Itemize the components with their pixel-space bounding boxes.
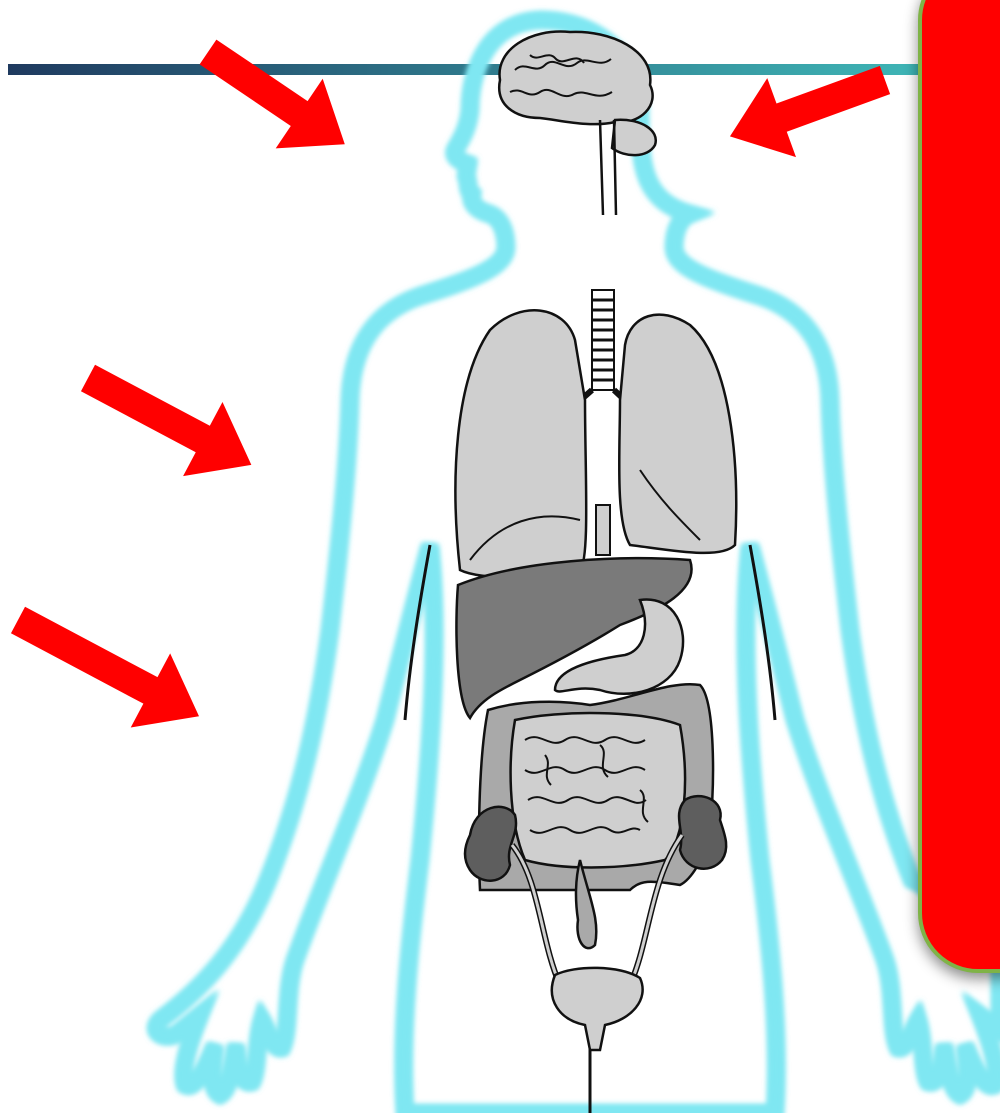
bladder — [552, 968, 643, 1050]
arrow-lower-left — [0, 583, 219, 753]
pointer-arrows — [0, 17, 899, 753]
esophagus — [596, 505, 610, 555]
brain — [499, 32, 656, 215]
arrow-middle-left — [68, 341, 271, 502]
right-kidney — [679, 796, 726, 869]
spinal-cord — [600, 120, 616, 215]
cerebellum — [612, 120, 656, 155]
red-callout-panel — [918, 0, 1000, 973]
cerebrum — [499, 32, 652, 125]
arrow-top-left — [185, 17, 369, 179]
left-kidney — [465, 807, 516, 881]
small-intestine-body — [511, 713, 685, 867]
arrow-top-right — [716, 41, 900, 176]
left-lung — [455, 310, 586, 577]
